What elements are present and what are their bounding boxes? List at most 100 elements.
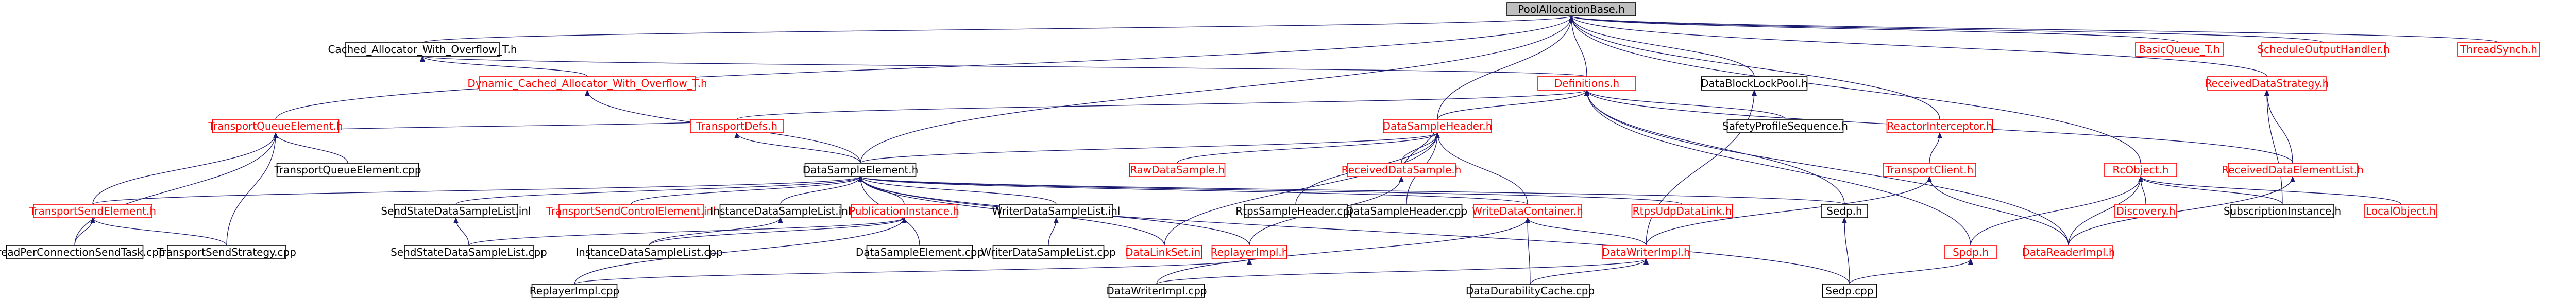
node-rawds[interactable]: RawDataSample.h: [1129, 163, 1226, 177]
node-label-tse: TransportSendElement.h: [29, 205, 156, 217]
node-dse[interactable]: DataSampleElement.h: [803, 163, 919, 177]
node-threadsynch[interactable]: ThreadSynch.h: [2457, 42, 2540, 57]
edge-replcpp-to-pubi: [574, 217, 907, 285]
node-tdefs[interactable]: TransportDefs.h: [690, 119, 784, 133]
edge-dlset-to-dsh: [1164, 132, 1440, 246]
node-dwih[interactable]: DataWriterImpl.h: [1602, 245, 1690, 259]
node-label-dwih: DataWriterImpl.h: [1602, 246, 1690, 258]
node-wdsl[interactable]: WriterDataSampleList.inl: [992, 204, 1121, 218]
node-label-rdel: ReceivedDataElementList.h: [2222, 164, 2364, 176]
graph-nodes: PoolAllocationBase.hCached_Allocator_Wit…: [0, 2, 2540, 298]
edge-tse-to-tqe: [92, 132, 278, 205]
node-basicq[interactable]: BasicQueue_T.h: [2135, 42, 2224, 57]
edge-tdefs-to-tqe: [273, 119, 737, 133]
node-tclient[interactable]: TransportClient.h: [1883, 163, 1976, 177]
edge-dwih-to-wdc: [1525, 217, 1647, 246]
node-replh[interactable]: ReplayerImpl.h: [1211, 245, 1289, 259]
edge-rcobj-to-pool: [1569, 15, 2141, 164]
node-label-dyn: Dynamic_Cached_Allocator_With_Overflow_T…: [467, 77, 707, 90]
node-label-tdefs: TransportDefs.h: [696, 120, 777, 132]
node-tqe[interactable]: TransportQueueElement.h: [208, 119, 343, 133]
dependency-edges: [74, 15, 2499, 285]
edge-ssdsl-to-dse: [455, 176, 863, 205]
node-localobj[interactable]: LocalObject.h: [2364, 204, 2437, 218]
edge-rtpsudp-to-dse: [858, 176, 1683, 205]
node-box-dsh: [1383, 119, 1492, 133]
node-tqecpp[interactable]: TransportQueueElement.cpp: [274, 163, 421, 177]
node-tse[interactable]: TransportSendElement.h: [29, 204, 156, 218]
edge-dwicpp-to-wdc: [1156, 217, 1530, 285]
node-idsl[interactable]: InstanceDataSampleList.inl: [710, 204, 851, 218]
node-cached[interactable]: Cached_Allocator_With_Overflow_T.h: [328, 42, 517, 57]
node-label-rawds: RawDataSample.h: [1130, 164, 1225, 176]
node-idslcpp[interactable]: InstanceDataSampleList.cpp: [575, 245, 723, 259]
node-dwicpp[interactable]: DataWriterImpl.cpp: [1106, 284, 1207, 298]
node-box-rtpssh: [1244, 204, 1348, 218]
edge-rdel-to-rdstrat: [2264, 90, 2293, 164]
node-box-idslcpp: [588, 245, 710, 259]
node-dsecpp[interactable]: DataSampleElement.cpp: [856, 245, 984, 259]
edge-safety-to-defs: [1584, 90, 1786, 120]
node-sedph[interactable]: Sedp.h: [1821, 204, 1868, 218]
node-label-sedpcpp: Sedp.cpp: [1825, 285, 1873, 297]
edge-dse-to-dsh: [860, 132, 1440, 164]
node-label-rtpsudp: RtpsUdpDataLink.h: [1633, 205, 1732, 217]
node-box-tqe: [212, 119, 340, 133]
node-tsstrat[interactable]: TransportSendStrategy.cpp: [157, 245, 296, 259]
node-dsh[interactable]: DataSampleHeader.h: [1383, 119, 1493, 133]
edge-idslcpp-to-pubi: [649, 217, 907, 246]
edge-defs-to-pool: [1569, 15, 1587, 77]
node-box-discovery: [2114, 204, 2177, 218]
node-ssdslcpp[interactable]: SendStateDataSampleList.cpp: [391, 245, 547, 259]
node-label-wdsl: WriterDataSampleList.inl: [992, 205, 1121, 217]
node-tsce[interactable]: TransportSendControlElement.inl: [546, 204, 716, 218]
node-rds[interactable]: ReceivedDataSample.h: [1342, 163, 1462, 177]
node-reactor[interactable]: ReactorInterceptor.h: [1886, 119, 1993, 133]
node-box-dri: [2024, 245, 2113, 259]
node-dshcpp[interactable]: DataSampleHeader.cpp: [1346, 204, 1467, 218]
node-box-rcobj: [2104, 163, 2177, 177]
node-wdslcpp[interactable]: WriterDataSampleList.cpp: [981, 245, 1116, 259]
node-rtpsudp[interactable]: RtpsUdpDataLink.h: [1631, 204, 1733, 218]
node-wdc[interactable]: WriteDataContainer.h: [1472, 204, 1583, 218]
node-safety[interactable]: SafetyProfileSequence.h: [1722, 119, 1848, 133]
edge-localobj-to-rcobj: [2138, 176, 2401, 205]
node-defs[interactable]: Definitions.h: [1537, 76, 1636, 91]
edge-sedpcpp-to-spdph: [1849, 258, 1973, 285]
node-sched[interactable]: ScheduleOutputHandler.h: [2257, 42, 2390, 57]
node-ddc[interactable]: DataDurabilityCache.cpp: [1466, 284, 1595, 298]
node-dri[interactable]: DataReaderImpl.h: [2022, 245, 2115, 259]
node-dlset[interactable]: DataLinkSet.inl: [1125, 245, 1204, 259]
node-label-tqe: TransportQueueElement.h: [208, 120, 343, 132]
node-dyn[interactable]: Dynamic_Cached_Allocator_With_Overflow_T…: [467, 76, 707, 91]
node-label-tclient: TransportClient.h: [1885, 164, 1974, 176]
node-box-dse: [804, 163, 917, 177]
edge-tsce-to-dse: [631, 176, 863, 205]
node-rcobj[interactable]: RcObject.h: [2104, 163, 2177, 177]
node-tpcst[interactable]: ThreadPerConnectionSendTask.cpp: [0, 245, 165, 259]
node-box-sched: [2261, 42, 2386, 57]
node-sedpcpp[interactable]: Sedp.cpp: [1822, 284, 1877, 298]
node-replcpp[interactable]: ReplayerImpl.cpp: [530, 284, 620, 298]
node-box-dlset: [1126, 245, 1202, 259]
node-label-dri: DataReaderImpl.h: [2022, 246, 2115, 258]
node-box-rdel: [2228, 163, 2358, 177]
node-dblp[interactable]: DataBlockLockPool.h: [1701, 76, 1808, 91]
edge-subinst-to-rcobj: [2138, 176, 2283, 205]
node-spdph[interactable]: Spdp.h: [1944, 245, 1997, 259]
node-rtpssh[interactable]: RtpsSampleHeader.cpp: [1235, 204, 1356, 218]
node-ssdsl[interactable]: SendStateDataSampleList.inl: [381, 204, 531, 218]
node-box-rawds: [1129, 163, 1226, 177]
edge-idsl-to-dse: [780, 176, 863, 205]
node-pool[interactable]: PoolAllocationBase.h: [1506, 2, 1636, 16]
node-rdstrat[interactable]: ReceivedDataStrategy.h: [2205, 76, 2329, 91]
node-discovery[interactable]: Discovery.h: [2114, 204, 2177, 218]
node-box-tdefs: [690, 119, 784, 133]
node-rdel[interactable]: ReceivedDataElementList.h: [2222, 163, 2364, 177]
node-label-dsecpp: DataSampleElement.cpp: [856, 246, 984, 258]
node-box-basicq: [2135, 42, 2224, 57]
edge-dri-to-tclient: [1927, 176, 2069, 246]
node-label-ssdsl: SendStateDataSampleList.inl: [381, 205, 531, 217]
node-pubi[interactable]: PublicationInstance.h: [849, 204, 959, 218]
node-subinst[interactable]: SubscriptionInstance.h: [2224, 204, 2341, 218]
